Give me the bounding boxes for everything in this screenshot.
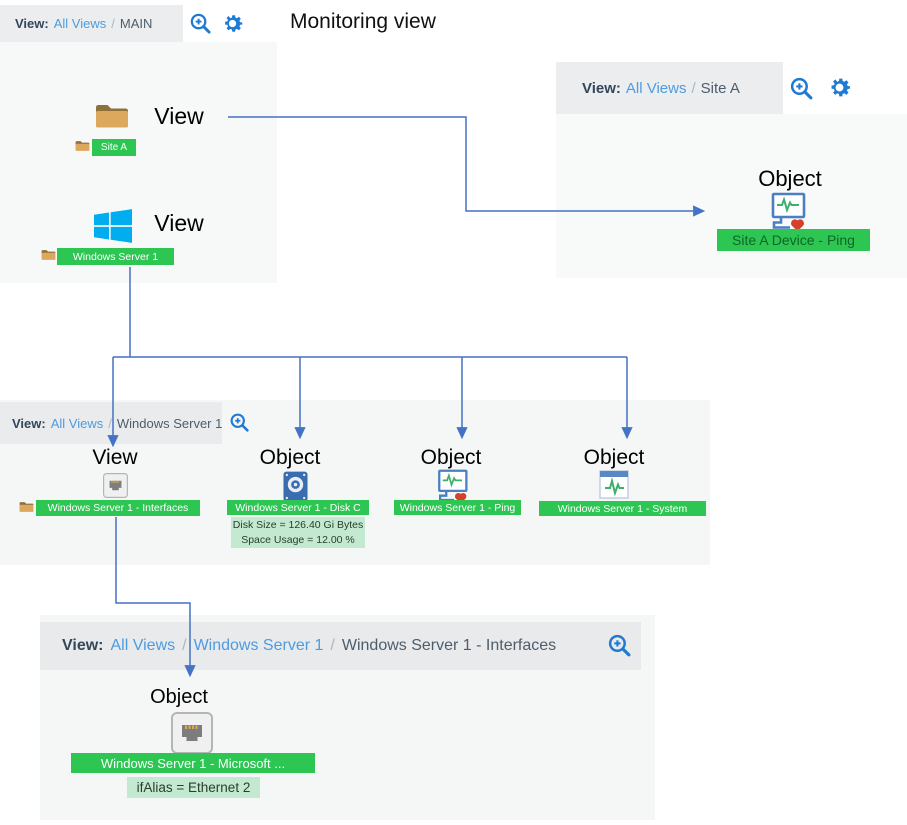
panel-ws1-header: View: All Views / Windows Server 1 [0, 402, 222, 444]
node-details-disk: Disk Size = 126.40 Gi Bytes Space Usage … [231, 517, 365, 548]
breadcrumb-view-label: View: [62, 637, 104, 654]
detail-ifalias: ifAlias = Ethernet 2 [136, 780, 251, 795]
node-type-heading: View [92, 446, 138, 469]
zoom-in-icon[interactable] [789, 76, 814, 101]
breadcrumb-current: Windows Server 1 - Interfaces [341, 637, 557, 654]
breadcrumb-link-all-views[interactable]: All Views [53, 16, 107, 31]
disk-icon[interactable] [283, 471, 308, 502]
node-type-heading: View [154, 103, 204, 129]
device-ping-icon[interactable] [433, 469, 470, 504]
ethernet-port-icon[interactable] [171, 712, 213, 754]
breadcrumb-view-label: View: [582, 79, 621, 97]
breadcrumb-separator: / [111, 16, 115, 31]
zoom-in-icon[interactable] [607, 633, 632, 658]
breadcrumb-current: MAIN [119, 16, 153, 31]
panel-main-body [0, 42, 277, 283]
page-title: Monitoring view [290, 10, 436, 33]
node-label-ws1-disk-c[interactable]: Windows Server 1 - Disk C [227, 500, 369, 515]
node-type-heading: Object [420, 446, 482, 469]
node-label-ws1-system[interactable]: Windows Server 1 - System [539, 501, 706, 516]
node-label-ws1-interfaces[interactable]: Windows Server 1 - Interfaces [36, 500, 200, 516]
folder-small-icon [74, 139, 91, 152]
panel-site-a-header: View: All Views / Site A [556, 62, 783, 114]
panel-site-a-body [556, 114, 907, 278]
node-label-site-a-device-ping[interactable]: Site A Device - Ping [717, 229, 870, 251]
node-type-heading: Object [259, 446, 321, 469]
breadcrumb: View: All Views / Windows Server 1 / Win… [62, 637, 556, 655]
device-ping-icon[interactable] [766, 192, 808, 232]
detail-disk-size: Disk Size = 126.40 Gi Bytes [232, 518, 364, 531]
node-label-site-a[interactable]: Site A [92, 139, 136, 156]
folder-small-icon [18, 500, 35, 513]
breadcrumb: View: All Views / MAIN [15, 16, 152, 31]
zoom-in-icon[interactable] [189, 12, 212, 35]
node-detail-ifalias: ifAlias = Ethernet 2 [127, 777, 260, 798]
node-label-ws1-microsoft[interactable]: Windows Server 1 - Microsoft ... [71, 753, 315, 773]
node-type-heading: View [154, 210, 204, 236]
breadcrumb-separator: / [330, 637, 335, 654]
breadcrumb-view-label: View: [12, 415, 46, 431]
detail-space-usage: Space Usage = 12.00 % [241, 533, 355, 546]
node-type-heading: Object [758, 166, 822, 191]
folder-small-icon [40, 248, 57, 261]
breadcrumb: View: All Views / Site A [582, 80, 740, 97]
panel-main-header: View: All Views / MAIN [0, 5, 183, 42]
node-type-heading: Object [583, 446, 645, 469]
breadcrumb-separator: / [108, 415, 112, 431]
breadcrumb-current: Site A [700, 79, 740, 97]
node-label-windows-server-1[interactable]: Windows Server 1 [57, 248, 174, 265]
node-label-ws1-ping[interactable]: Windows Server 1 - Ping [394, 500, 521, 515]
breadcrumb-link-all-views[interactable]: All Views [50, 415, 104, 431]
zoom-in-icon[interactable] [229, 412, 250, 433]
settings-gear-icon[interactable] [220, 11, 245, 36]
system-window-icon[interactable] [599, 470, 629, 501]
panel-interfaces-header: View: All Views / Windows Server 1 / Win… [40, 622, 641, 670]
folder-icon[interactable] [94, 100, 130, 130]
windows-icon[interactable] [94, 209, 132, 243]
breadcrumb-view-label: View: [15, 16, 49, 31]
ethernet-port-icon[interactable] [103, 473, 128, 498]
settings-gear-icon[interactable] [826, 74, 853, 101]
breadcrumb-current: Windows Server 1 [116, 415, 223, 431]
breadcrumb-link-all-views[interactable]: All Views [110, 637, 176, 654]
breadcrumb-link-windows-server-1[interactable]: Windows Server 1 [193, 637, 324, 654]
breadcrumb-separator: / [182, 637, 187, 654]
breadcrumb-separator: / [691, 79, 696, 97]
breadcrumb: View: All Views / Windows Server 1 [12, 416, 222, 431]
node-type-heading: Object [150, 686, 208, 708]
breadcrumb-link-all-views[interactable]: All Views [625, 79, 687, 97]
